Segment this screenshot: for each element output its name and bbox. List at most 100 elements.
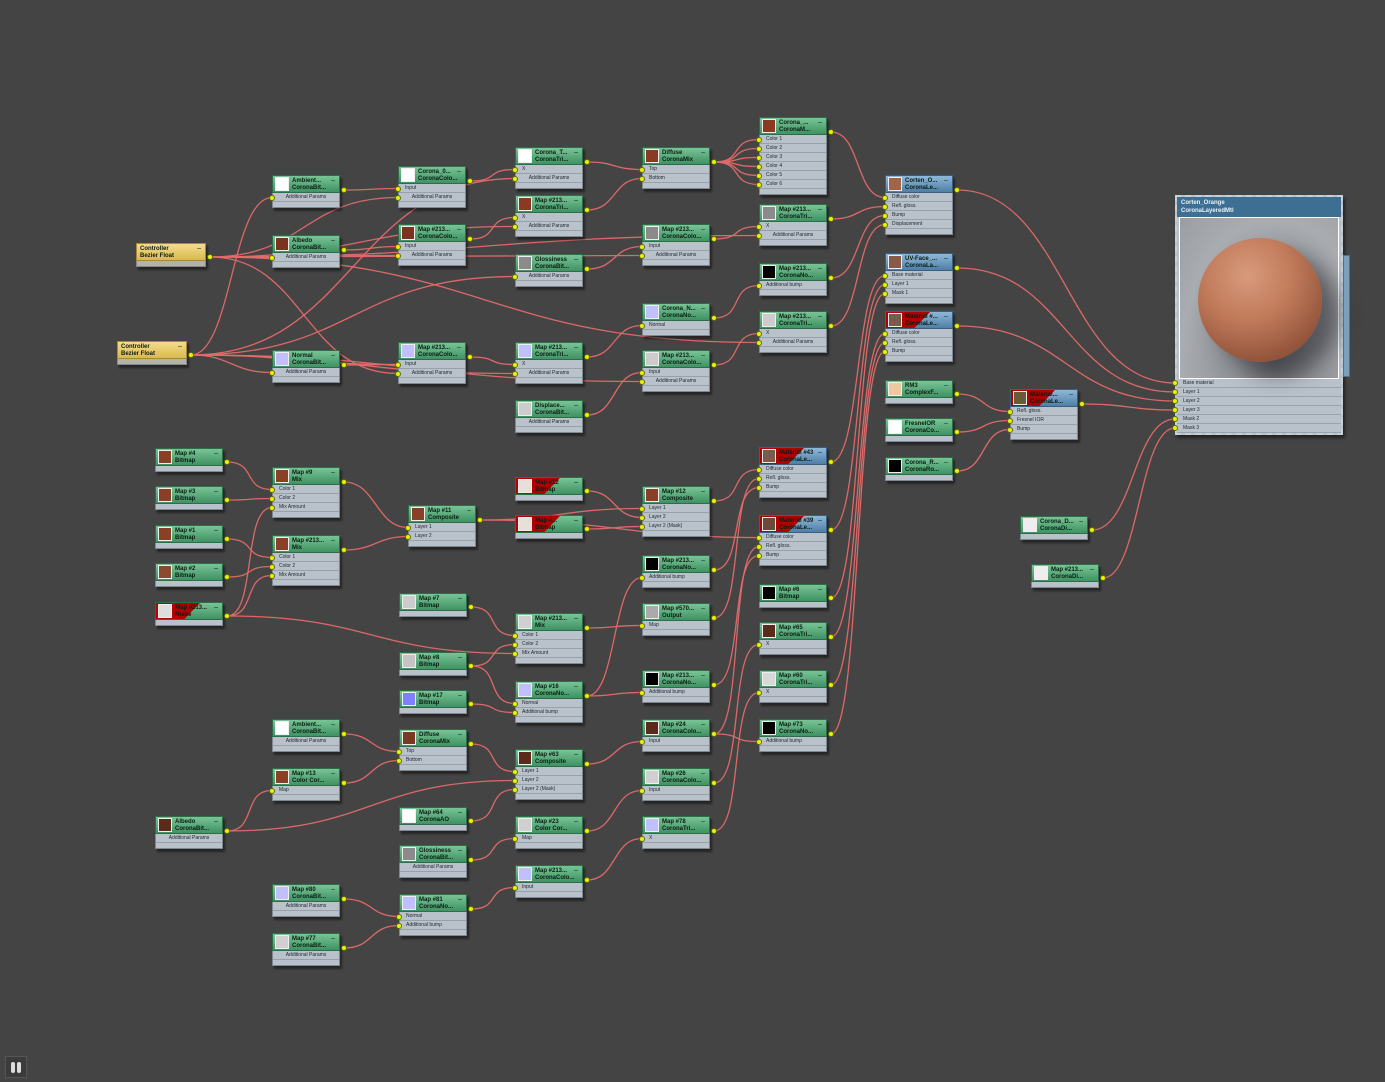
output-socket[interactable] bbox=[1079, 401, 1085, 407]
input-socket[interactable] bbox=[512, 709, 518, 716]
input-socket[interactable] bbox=[756, 552, 762, 559]
wire[interactable] bbox=[226, 615, 516, 655]
input-slot[interactable]: Color 1 bbox=[273, 485, 339, 494]
wire[interactable] bbox=[956, 267, 1176, 393]
input-slot[interactable]: Additional bump bbox=[643, 573, 709, 582]
output-socket[interactable] bbox=[584, 693, 590, 699]
input-slot[interactable]: Layer 2 bbox=[643, 513, 709, 522]
output-socket[interactable] bbox=[341, 247, 347, 253]
collapse-icon[interactable]: – bbox=[467, 507, 471, 514]
collapse-icon[interactable]: – bbox=[701, 149, 705, 156]
collapse-icon[interactable]: – bbox=[178, 343, 182, 350]
collapse-icon[interactable]: – bbox=[701, 818, 705, 825]
input-socket[interactable] bbox=[639, 514, 645, 521]
input-socket[interactable] bbox=[395, 243, 401, 250]
node-header[interactable]: UV-Face_...CoronaLa...– bbox=[885, 253, 953, 271]
input-slot[interactable]: Additional Params bbox=[399, 369, 465, 378]
wire[interactable] bbox=[343, 733, 400, 753]
collapse-icon[interactable]: – bbox=[818, 517, 822, 524]
collapse-icon[interactable]: – bbox=[818, 624, 822, 631]
collapse-icon[interactable]: – bbox=[331, 721, 335, 728]
output-socket[interactable] bbox=[467, 354, 473, 360]
node-header[interactable]: Map #213...CoronaColo...– bbox=[642, 224, 710, 242]
wire[interactable] bbox=[713, 284, 760, 319]
wire[interactable] bbox=[586, 624, 643, 629]
input-socket[interactable] bbox=[639, 622, 645, 629]
input-slot[interactable]: X bbox=[516, 165, 582, 174]
input-socket[interactable] bbox=[1172, 398, 1178, 404]
collapse-icon[interactable]: – bbox=[458, 896, 462, 903]
collapse-icon[interactable]: – bbox=[701, 557, 705, 564]
output-socket[interactable] bbox=[584, 266, 590, 272]
wire[interactable] bbox=[830, 283, 886, 531]
collapse-icon[interactable]: – bbox=[331, 935, 335, 942]
output-socket[interactable] bbox=[341, 780, 347, 786]
input-socket[interactable] bbox=[1172, 416, 1178, 422]
input-slot[interactable]: Diffuse color bbox=[760, 533, 826, 542]
node-header[interactable]: Map #213...CoronaColo...– bbox=[642, 350, 710, 368]
node-header[interactable]: Corona_...CoronaM...– bbox=[759, 117, 827, 135]
input-socket[interactable] bbox=[639, 243, 645, 250]
input-slot[interactable]: Bump bbox=[886, 347, 952, 356]
input-slot[interactable]: Color 4 bbox=[760, 162, 826, 171]
collapse-icon[interactable]: – bbox=[214, 450, 218, 457]
output-socket[interactable] bbox=[341, 731, 347, 737]
wire[interactable] bbox=[343, 187, 399, 191]
input-socket[interactable] bbox=[269, 504, 275, 511]
input-slot[interactable]: Refl. gloss. bbox=[886, 338, 952, 347]
wire[interactable] bbox=[470, 837, 516, 861]
input-socket[interactable] bbox=[269, 554, 275, 561]
input-socket[interactable] bbox=[756, 534, 762, 541]
input-slot[interactable]: Refl. gloss. bbox=[886, 202, 952, 211]
output-socket[interactable] bbox=[954, 429, 960, 435]
input-socket[interactable] bbox=[756, 543, 762, 550]
input-slot[interactable]: Bump bbox=[760, 551, 826, 560]
wire[interactable] bbox=[190, 177, 516, 356]
node-map[interactable]: Ambient...CoronaBit...–Additional Params bbox=[272, 719, 340, 752]
output-socket[interactable] bbox=[468, 818, 474, 824]
input-socket[interactable] bbox=[882, 203, 888, 210]
collapse-icon[interactable]: – bbox=[701, 770, 705, 777]
wire[interactable] bbox=[586, 740, 643, 765]
input-socket[interactable] bbox=[639, 378, 645, 385]
wire[interactable] bbox=[343, 535, 409, 551]
input-socket[interactable] bbox=[269, 572, 275, 579]
input-slot[interactable]: Mix Amount bbox=[516, 649, 582, 658]
input-socket[interactable] bbox=[756, 154, 762, 161]
node-map[interactable]: Map #570...Output–Map bbox=[642, 603, 710, 636]
wire[interactable] bbox=[830, 292, 886, 599]
collapse-icon[interactable]: – bbox=[1079, 518, 1083, 525]
input-socket[interactable] bbox=[882, 194, 888, 201]
input-socket[interactable] bbox=[756, 282, 762, 289]
output-socket[interactable] bbox=[954, 265, 960, 271]
input-socket[interactable] bbox=[1172, 425, 1178, 431]
input-socket[interactable] bbox=[882, 348, 888, 355]
input-socket[interactable] bbox=[512, 884, 518, 891]
output-socket[interactable] bbox=[341, 187, 347, 193]
collapse-icon[interactable]: – bbox=[818, 119, 822, 126]
wire[interactable] bbox=[209, 256, 273, 259]
input-slot[interactable]: Layer 1 bbox=[516, 767, 582, 776]
output-socket[interactable] bbox=[711, 362, 717, 368]
output-socket[interactable] bbox=[711, 236, 717, 242]
input-slot[interactable]: X bbox=[643, 834, 709, 843]
input-socket[interactable] bbox=[396, 748, 402, 755]
